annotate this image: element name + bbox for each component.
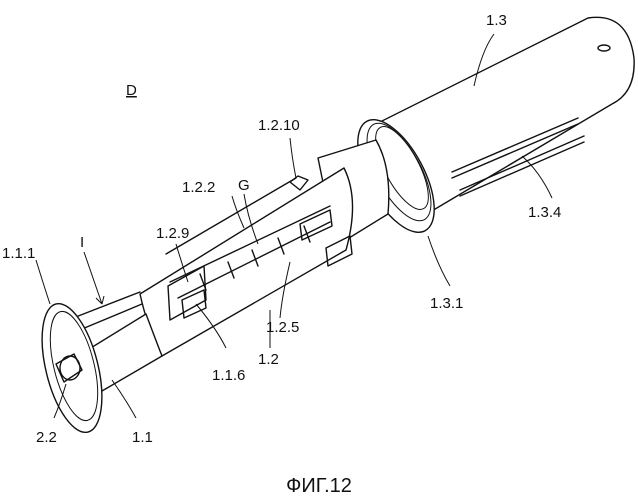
label-view-d: D	[126, 82, 137, 99]
label-1-2: 1.2	[258, 351, 279, 368]
figure-caption: ФИГ.12	[286, 475, 352, 497]
label-i: I	[80, 234, 84, 251]
label-2-2: 2.2	[36, 429, 57, 446]
label-1-2-9: 1.2.9	[156, 225, 189, 242]
label-1-1-6: 1.1.6	[212, 367, 245, 384]
label-g: G	[238, 177, 250, 194]
label-1-1: 1.1	[132, 429, 153, 446]
label-1-1-1: 1.1.1	[2, 245, 35, 262]
label-1-2-5: 1.2.5	[266, 319, 299, 336]
label-1-2-2: 1.2.2	[182, 179, 215, 196]
label-1-2-10: 1.2.10	[258, 117, 300, 134]
middle-sleeve	[140, 168, 353, 356]
label-1-3: 1.3	[486, 12, 507, 29]
label-1-3-4: 1.3.4	[528, 204, 561, 221]
label-1-3-1: 1.3.1	[430, 295, 463, 312]
